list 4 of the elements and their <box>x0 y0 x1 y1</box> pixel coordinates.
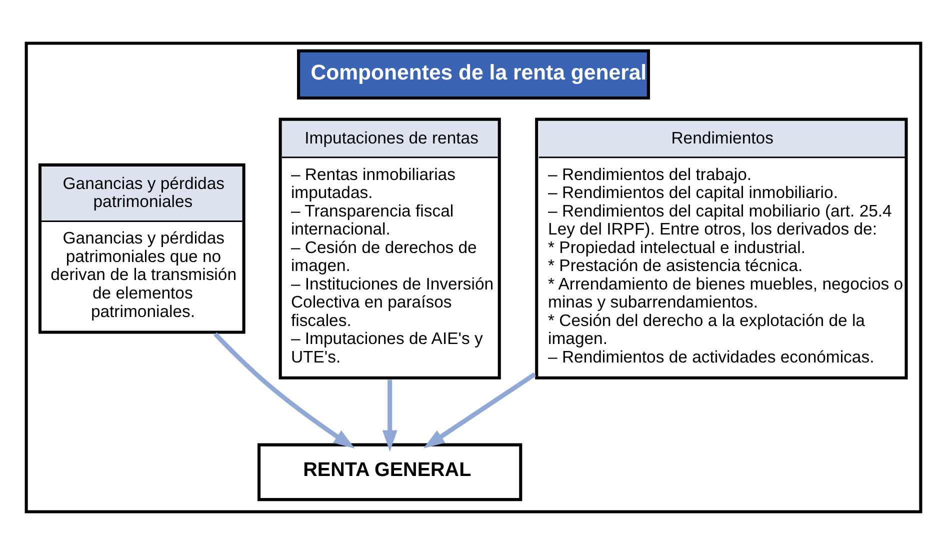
arrow <box>214 332 355 449</box>
arrow <box>382 380 398 452</box>
arrow <box>423 372 536 448</box>
node-box: RENTA GENERAL <box>258 443 522 502</box>
